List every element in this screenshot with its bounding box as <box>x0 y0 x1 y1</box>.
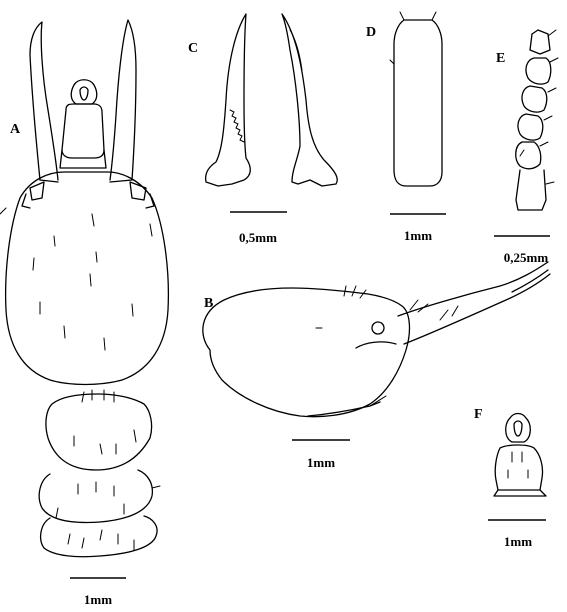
panel-f-scale-label: 1mm <box>504 534 532 549</box>
panel-d-drawing <box>389 11 443 187</box>
panel-b-drawing <box>202 261 551 418</box>
panel-c-label: C <box>188 41 198 56</box>
panel-f-label: F <box>474 407 483 422</box>
panel-d-label: D <box>366 25 376 40</box>
panel-c-scale-label: 0,5mm <box>239 230 277 245</box>
panel-a-scale-label: 1mm <box>84 592 112 607</box>
panel-e-scale-label: 0,25mm <box>504 250 549 265</box>
panel-b-label: B <box>204 296 213 311</box>
panel-e-drawing <box>515 29 559 211</box>
panel-a-label: A <box>10 122 21 137</box>
panel-d-scale-label: 1mm <box>404 228 432 243</box>
panel-f-drawing <box>493 412 547 497</box>
panel-a-drawing <box>0 19 169 558</box>
panel-b-scale-label: 1mm <box>307 455 335 470</box>
panel-c-drawing <box>204 13 338 187</box>
panel-e-label: E <box>496 51 505 66</box>
